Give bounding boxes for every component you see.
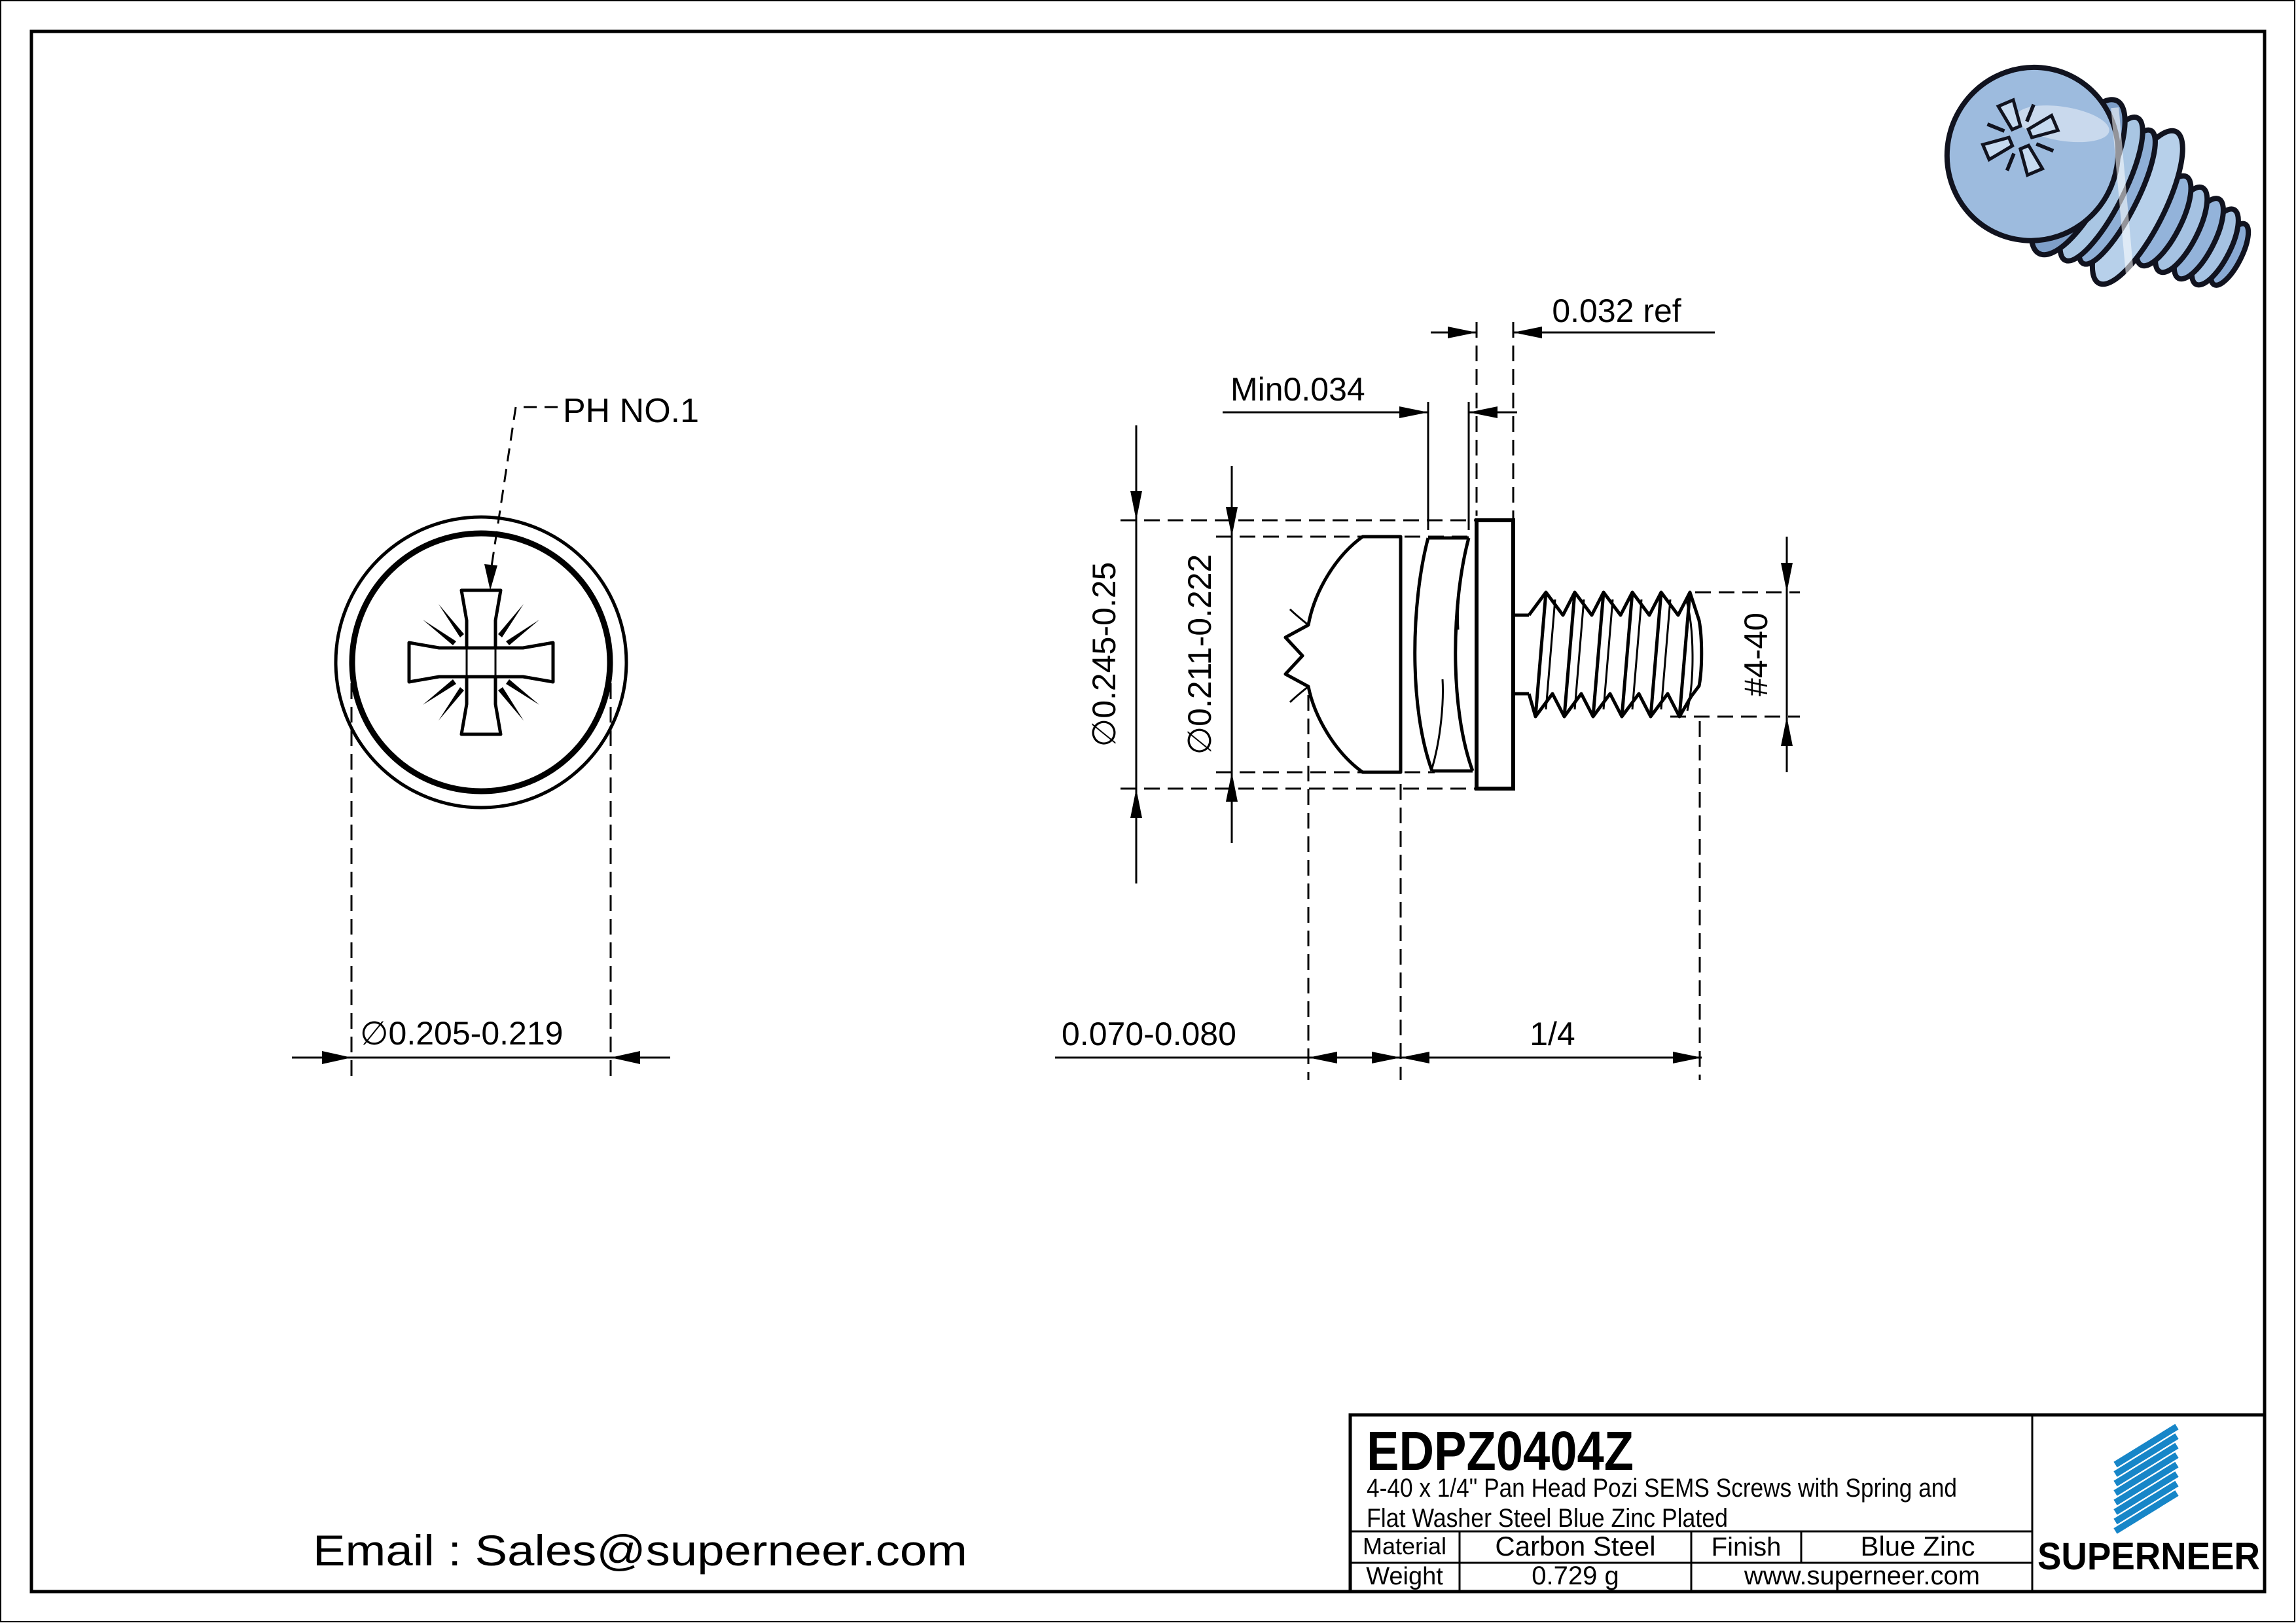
finish-value: Blue Zinc	[1860, 1531, 1975, 1561]
recess-cut-upper	[1289, 608, 1309, 626]
side-view: ∅0.245-0.25 ∅0.211-0.222 #4-40 0.032 ref	[1055, 293, 1800, 1080]
description-line1: 4-40 x 1/4" Pan Head Pozi SEMS Screws wi…	[1367, 1474, 1957, 1503]
front-view: PH NO.1 ∅0.205-0.219	[292, 392, 699, 1081]
spring-washer	[1413, 536, 1475, 773]
part-number: EDPZ0404Z	[1367, 1420, 1634, 1482]
extension-lines	[1121, 322, 1800, 1080]
flat-washer	[1475, 518, 1515, 791]
material-label: Material	[1363, 1533, 1446, 1560]
website-link[interactable]: www.superneer.com	[1744, 1561, 1980, 1590]
pozi-recess	[407, 588, 555, 736]
head-height-text: 0.070-0.080	[1062, 1016, 1236, 1052]
spring-width-dim	[1223, 406, 1517, 418]
contact-email[interactable]: Email : Sales@superneer.com	[313, 1526, 967, 1575]
leader-arrow-icon	[484, 564, 497, 590]
description-line2: Flat Washer Steel Blue Zinc Plated	[1367, 1504, 1728, 1533]
weight-label: Weight	[1366, 1563, 1443, 1590]
superneer-logo: SUPERNEER	[2037, 1423, 2260, 1578]
render-pozi-recess	[1981, 98, 2060, 177]
logo-text: SUPERNEER	[2037, 1535, 2260, 1578]
drawing-frame	[29, 29, 2267, 1594]
washer-highlight	[2111, 107, 2134, 274]
material-value: Carbon Steel	[1495, 1531, 1655, 1561]
spring-width-text: Min0.034	[1230, 371, 1365, 408]
thread-spec-dim	[1781, 537, 1793, 772]
diagonal-stripes-icon	[2113, 1423, 2179, 1534]
drive-label: PH NO.1	[563, 392, 699, 430]
washer-thickness-text: 0.032 ref	[1552, 293, 1681, 329]
weight-value: 0.729 g	[1532, 1561, 1619, 1590]
washer-od-text: ∅0.245-0.25	[1086, 562, 1122, 747]
finish-label: Finish	[1712, 1533, 1782, 1561]
title-block: EDPZ0404Z 4-40 x 1/4" Pan Head Pozi SEMS…	[1348, 1413, 2267, 1594]
front-diameter-dim	[292, 660, 670, 1081]
thread-spec-text: #4-40	[1738, 613, 1774, 696]
drive-label-leader	[484, 406, 558, 590]
washer-od-dim	[1130, 425, 1142, 883]
render-3d-screw	[1944, 64, 2251, 288]
head-od-text: ∅0.211-0.222	[1181, 554, 1218, 755]
head-od-dim	[1226, 466, 1238, 843]
thread-length-text: 1/4	[1530, 1016, 1575, 1052]
recess-cut-lower	[1289, 685, 1309, 704]
thread-profile	[1527, 590, 1704, 719]
length-dims	[1055, 1052, 1702, 1063]
pan-head-outline	[1283, 535, 1403, 774]
front-diameter-text: ∅0.205-0.219	[360, 1015, 563, 1052]
washer-thickness-dim	[1431, 327, 1715, 338]
